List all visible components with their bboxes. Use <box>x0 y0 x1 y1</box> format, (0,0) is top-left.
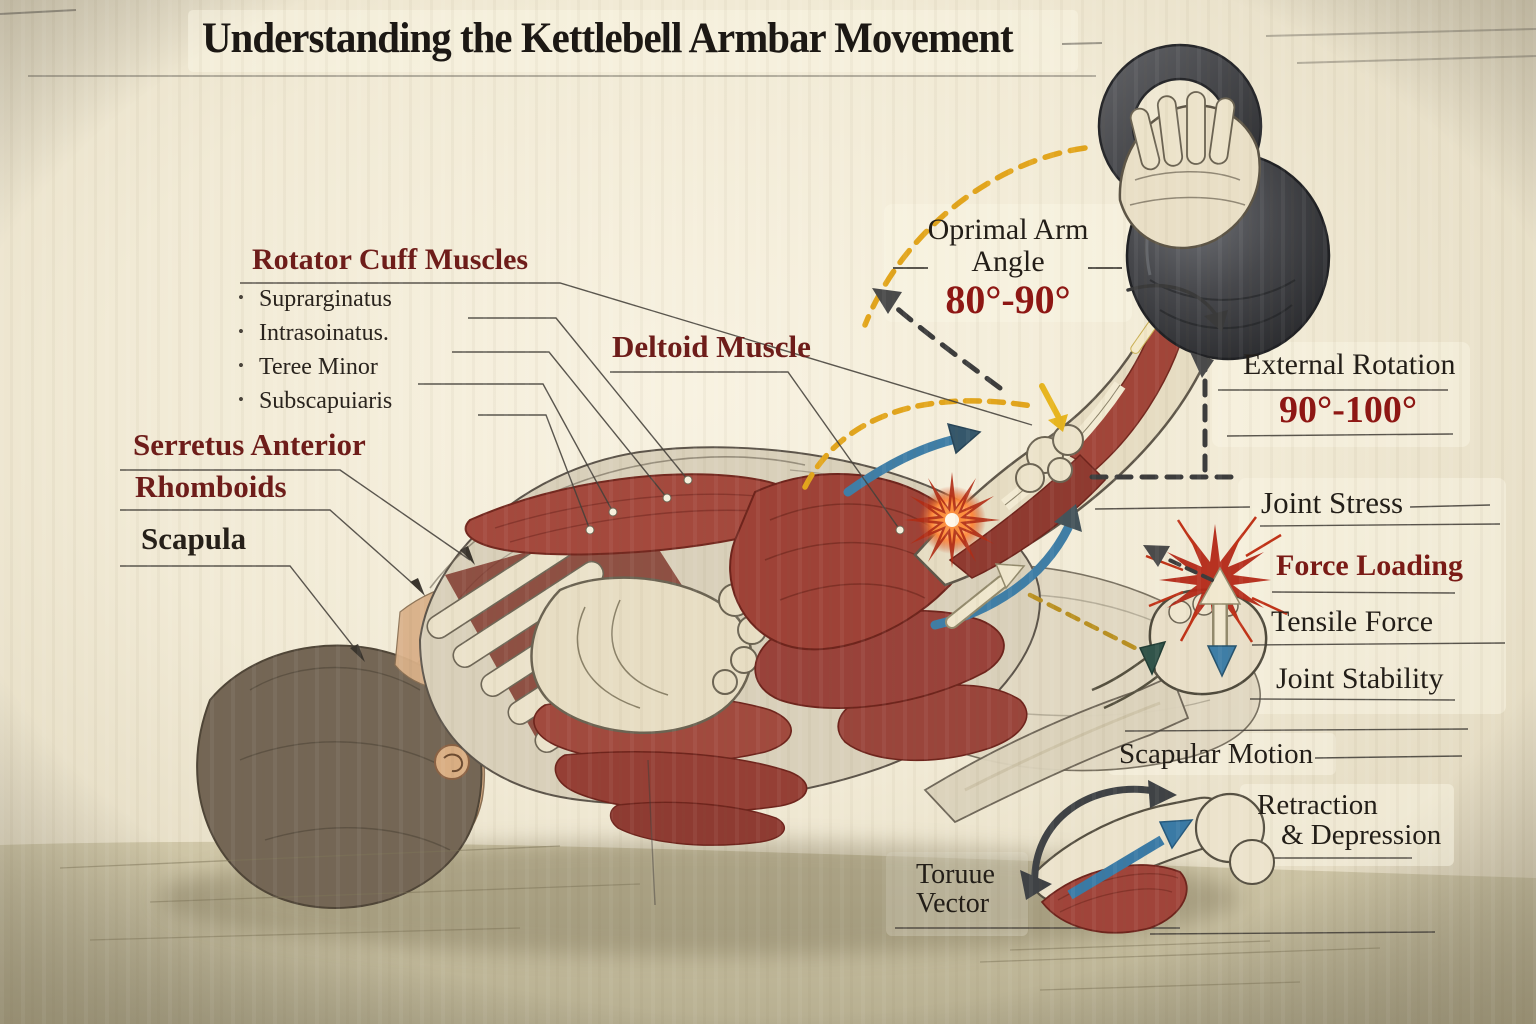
scapular-motion-label: Scapular Motion <box>1119 738 1314 770</box>
bullet-icon: • <box>238 356 244 375</box>
retraction-line2: & Depression <box>1281 819 1442 852</box>
serratus-label: Serretus Anterior <box>133 427 366 462</box>
gold-dashed-shoulder-arc-icon <box>802 398 1035 490</box>
inset-rotation-arrow-icon <box>1031 785 1161 889</box>
page-title: Understanding the Kettlebell Armbar Move… <box>202 15 1014 62</box>
label-panels <box>188 10 1506 936</box>
torque-vector-line2: Vector <box>916 888 990 920</box>
rotator-cuff-item-label: Subscapuiaris <box>258 388 393 414</box>
scapula-illustration <box>530 576 767 734</box>
optimal-angle-dashed-arrow <box>889 301 1003 391</box>
motion-arrows <box>802 145 1243 651</box>
joint-stability-label: Joint Stability <box>1276 662 1444 695</box>
hand-illustration <box>1118 91 1261 250</box>
list-item: • Teree Minor <box>238 354 392 380</box>
optimal-arm-angle-line2: Angle <box>971 244 1045 278</box>
blue-rotation-arrow-icon <box>843 435 957 497</box>
optimal-arm-angle-annotation: Oprimal Arm Angle 80°-90° <box>888 214 1128 321</box>
tensile-force-arrow-icon <box>1198 566 1242 653</box>
retraction-line1: Retraction <box>1257 789 1378 821</box>
list-item: • Subscapuiaris <box>238 388 393 414</box>
leader-arrowheads <box>350 546 475 662</box>
joint-stress-label: Joint Stress <box>1261 485 1404 520</box>
force-loading-label: Force Loading <box>1276 549 1463 582</box>
teal-down-arrowhead-icon <box>1138 640 1167 676</box>
optimal-arm-angle-value: 80°-90° <box>945 277 1071 322</box>
external-rotation-arc <box>1126 283 1220 320</box>
label-rules <box>120 267 1506 935</box>
torque-vector-line1: Toruue <box>916 859 995 890</box>
retraction-depression-label: Retraction & Depression <box>1257 790 1441 851</box>
bullet-icon: • <box>238 390 244 409</box>
shoulder-stress-burst-icon <box>904 472 1000 568</box>
rotator-cuff-list: • Suprarginatus • Intrasoinatus. • Teree… <box>238 286 393 423</box>
leader-pins <box>585 475 905 535</box>
rotator-cuff-item-label: Suprarginatus <box>258 286 392 312</box>
rotator-cuff-heading: Rotator Cuff Muscles <box>252 243 529 276</box>
bullet-icon: • <box>238 322 244 341</box>
gold-dashed-arc-icon <box>862 145 1088 328</box>
olive-dashed-line-icon <box>1027 592 1138 651</box>
elbow-bones-illustration <box>1015 424 1084 493</box>
rotator-cuff-item-label: Intrasoinatus. <box>258 320 389 346</box>
external-rotation-label: External Rotation <box>1243 348 1456 381</box>
tensile-force-label: Tensile Force <box>1271 605 1434 638</box>
torque-vector-label: Toruue Vector <box>916 860 995 919</box>
list-item: • Intrasoinatus. <box>238 320 392 346</box>
bullet-icon: • <box>238 288 244 307</box>
rotator-cuff-item-label: Teree Minor <box>258 354 378 380</box>
gold-mini-arrow-icon <box>1039 383 1061 419</box>
floor-sketch-lines <box>59 845 1381 991</box>
scapula-label: Scapula <box>141 521 247 556</box>
joint-stress-dashed-arrow <box>1163 556 1214 582</box>
list-item: • Suprarginatus <box>238 286 392 312</box>
inset-blue-arrow-icon <box>1067 835 1165 900</box>
scapula-inset-illustration <box>1020 780 1275 934</box>
optimal-arm-angle-line1: Oprimal Arm <box>927 213 1089 246</box>
rhomboids-label: Rhomboids <box>135 469 287 504</box>
external-rotation-value: 90°-100° <box>1279 389 1418 431</box>
deltoid-label: Deltoid Muscle <box>612 329 811 364</box>
header-rules <box>0 9 1536 77</box>
anatomy-illustration <box>426 472 1028 846</box>
blue-down-arrowhead-icon <box>1206 645 1238 678</box>
